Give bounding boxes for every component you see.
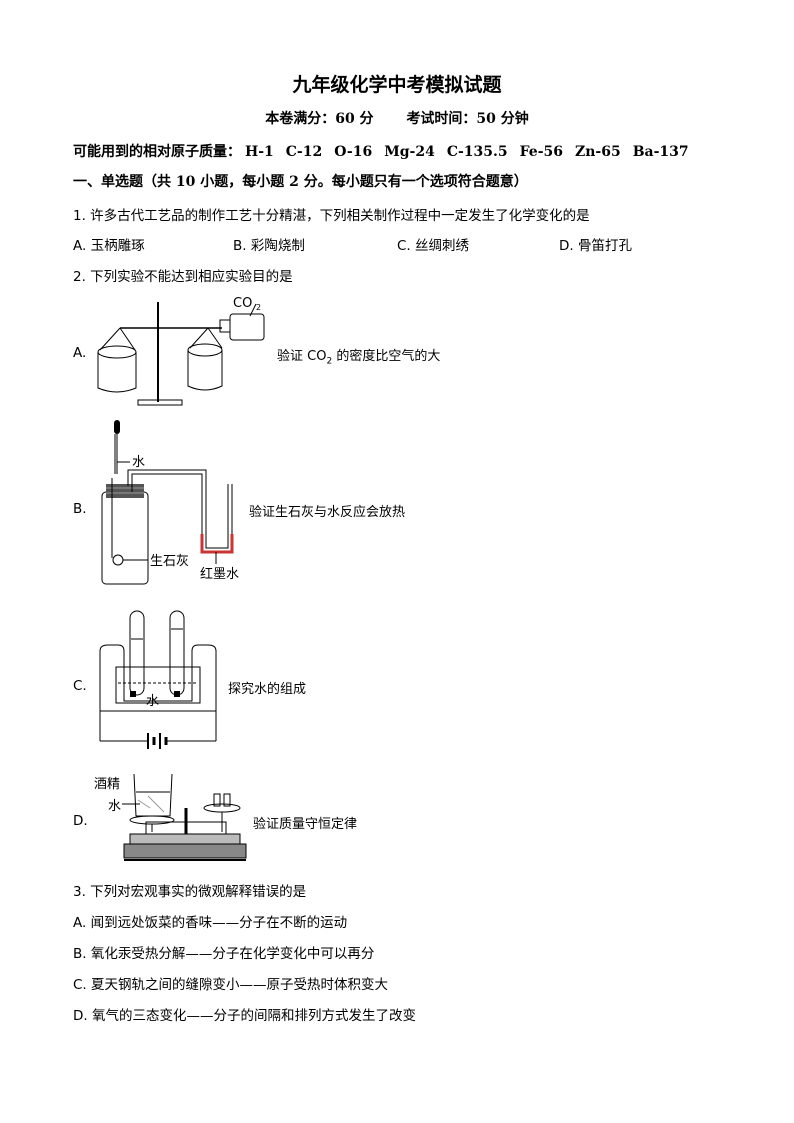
water-label-c: 水: [146, 694, 159, 709]
atom-h: H-1: [245, 144, 274, 160]
full-score: 本卷满分：60 分: [265, 111, 374, 127]
q2-option-d[interactable]: D.: [73, 813, 88, 829]
option-a-description: 验证 CO2 的密度比空气的大: [277, 345, 440, 367]
atom-o: O-16: [334, 144, 373, 160]
atomic-masses: 可能用到的相对原子质量：H-1 C-12 O-16 Mg-24 C-135.5 Fe-56…: [73, 141, 701, 161]
option-d-description: 验证质量守恒定律: [253, 817, 358, 832]
water-label-b: 水: [132, 455, 145, 470]
lime-label: 生石灰: [150, 554, 189, 569]
atomic-masses-label: 可能用到的相对原子质量：: [73, 144, 241, 160]
q1-option-b[interactable]: B. 彩陶烧制: [233, 238, 305, 254]
q3-option-a[interactable]: A. 闻到远处饭菜的香味——分子在不断的运动: [73, 915, 348, 931]
q2-option-b[interactable]: B.: [73, 501, 87, 517]
alcohol-label: 酒精: [94, 777, 120, 792]
atom-c: C-12: [285, 144, 323, 160]
q2-option-a[interactable]: A.: [73, 345, 87, 361]
atom-mg: Mg-24: [384, 144, 435, 160]
option-c-description: 探究水的组成: [228, 682, 307, 697]
section-heading: 一、单选题（共 10 小题，每小题 2 分。每小题只有一个选项符合题意）: [73, 174, 528, 190]
q1-option-a[interactable]: A. 玉柄雕琢: [73, 238, 145, 254]
atom-cl: C-135.5: [446, 144, 508, 160]
option-a-desc-post: 的密度比空气的大: [332, 349, 441, 364]
q3-option-d[interactable]: D. 氧气的三态变化——分子的间隔和排列方式发生了改变: [73, 1008, 416, 1024]
electrolysis-figure: 水: [99, 610, 217, 749]
atom-fe: Fe-56: [519, 144, 563, 160]
q2-option-c[interactable]: C.: [73, 678, 87, 694]
page-title: 九年级化学中考模拟试题: [292, 74, 502, 96]
ink-label: 红墨水: [200, 566, 239, 582]
q1-option-c[interactable]: C. 丝绸刺绣: [397, 238, 470, 254]
atom-ba: Ba-137: [632, 144, 689, 160]
question-3-stem: 3. 下列对宏观事实的微观解释错误的是: [73, 884, 307, 900]
atom-zn: Zn-65: [575, 144, 621, 160]
q1-option-d[interactable]: D. 骨笛打孔: [559, 238, 632, 254]
subtitle: 本卷满分：60 分 考试时间：50 分钟: [0, 108, 794, 128]
q3-option-c[interactable]: C. 夏天钢轨之间的缝隙变小——原子受热时体积变大: [73, 977, 389, 993]
option-a-desc-subscript: 2: [326, 356, 333, 367]
co2-label-subscript: 2: [256, 303, 261, 312]
lime-water-figure: 水 生石灰 红墨水: [101, 420, 239, 585]
q3-option-b[interactable]: B. 氧化汞受热分解——分子在化学变化中可以再分: [73, 946, 375, 962]
option-a-desc-pre: 验证 CO: [277, 349, 327, 364]
balance-co2-figure: CO 2: [97, 296, 265, 406]
co2-label: CO: [233, 296, 252, 311]
question-1-stem: 1. 许多古代工艺品的制作工艺十分精湛，下列相关制作过程中一定发生了化学变化的是: [73, 208, 590, 224]
mass-conservation-figure: 酒精 水: [94, 773, 247, 861]
question-2-stem: 2. 下列实验不能达到相应实验目的是: [73, 269, 293, 285]
option-b-description: 验证生石灰与水反应会放热: [249, 505, 406, 520]
water-label-d: 水: [108, 799, 121, 814]
exam-time: 考试时间：50 分钟: [406, 111, 529, 127]
